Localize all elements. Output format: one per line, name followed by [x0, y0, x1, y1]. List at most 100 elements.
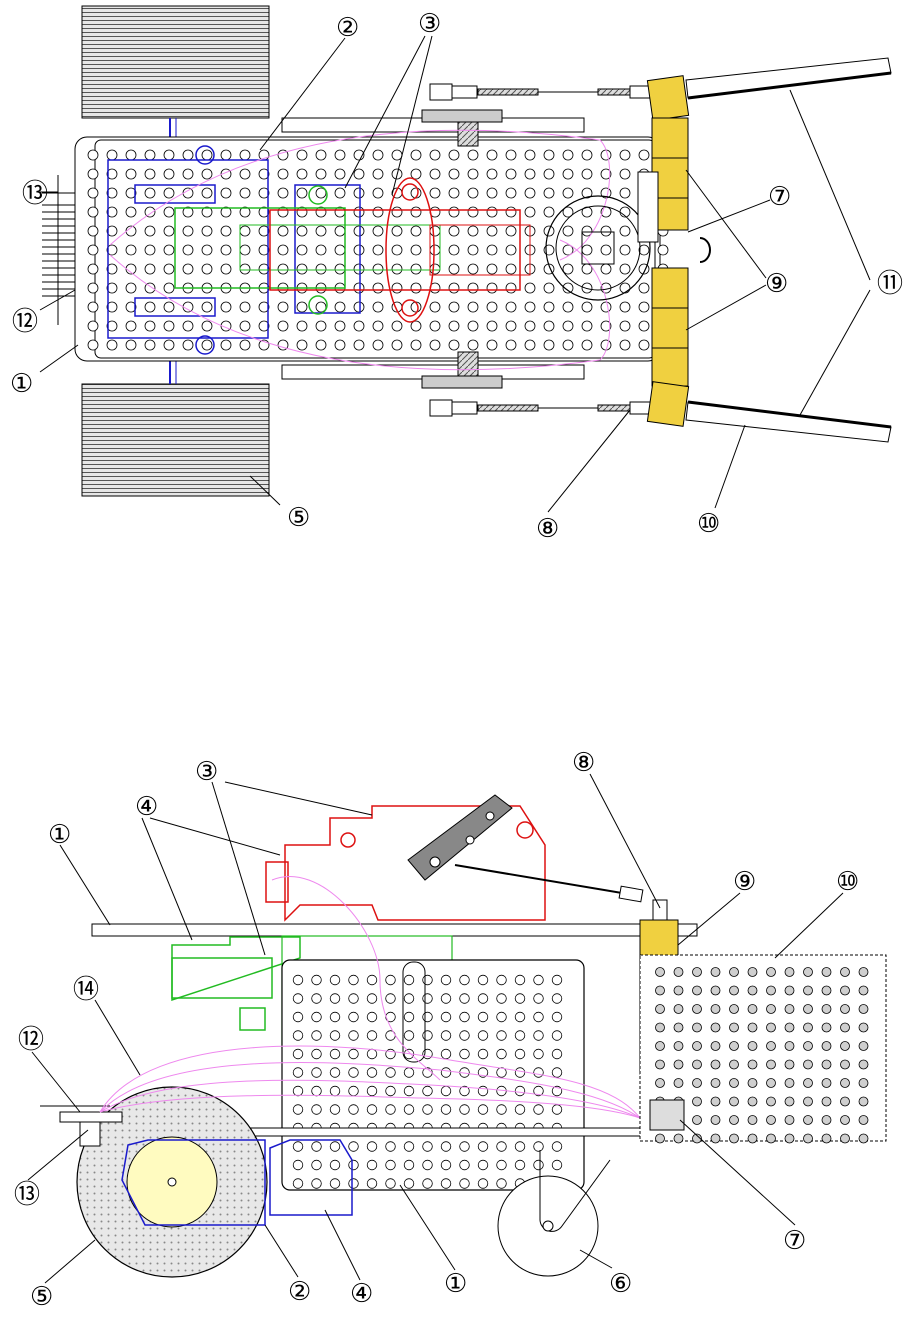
- hole: [747, 1078, 758, 1088]
- hole: [467, 168, 479, 180]
- hole: [710, 1041, 721, 1051]
- hole: [239, 225, 251, 237]
- hole: [348, 1159, 359, 1171]
- hole: [619, 282, 631, 294]
- hole: [448, 320, 460, 332]
- hole: [486, 225, 498, 237]
- hole: [524, 187, 536, 199]
- hole: [440, 1178, 452, 1189]
- hole: [220, 206, 232, 218]
- hole: [366, 1067, 378, 1078]
- hole: [87, 187, 99, 199]
- hole: [311, 1030, 322, 1041]
- hole: [403, 974, 415, 986]
- hole: [391, 320, 403, 332]
- hole: [144, 320, 156, 332]
- hole: [220, 339, 232, 351]
- hole: [353, 339, 365, 351]
- hole: [551, 1048, 563, 1060]
- side-view: ③ ④ ① ⑧ ⑨ ⑩ ⑭ ⑫ ⑬ ⑤ ② ④ ① ⑥ ⑦: [14, 748, 887, 1312]
- hole: [543, 206, 555, 218]
- hole: [366, 1159, 378, 1171]
- hole: [486, 187, 498, 199]
- hole: [429, 244, 441, 256]
- hole: [655, 1078, 665, 1088]
- hole: [348, 1178, 359, 1189]
- hole: [673, 967, 684, 977]
- hole: [125, 206, 137, 218]
- hole: [467, 282, 479, 294]
- hole: [87, 301, 99, 313]
- hole: [366, 974, 378, 986]
- hole: [477, 1141, 489, 1152]
- hole: [505, 282, 517, 294]
- hole: [581, 339, 593, 351]
- hole: [543, 320, 555, 332]
- callout-9-side: ⑨: [733, 867, 756, 897]
- hole: [292, 993, 304, 1004]
- hole: [440, 1141, 452, 1152]
- hole: [766, 1078, 776, 1088]
- hole: [729, 1115, 739, 1125]
- hole: [858, 985, 869, 996]
- hole: [410, 168, 422, 180]
- hole: [551, 1030, 563, 1041]
- hole: [729, 1133, 739, 1144]
- hole: [329, 1104, 341, 1115]
- hole: [459, 993, 470, 1004]
- hole: [747, 1059, 758, 1070]
- hole: [448, 282, 460, 294]
- hole: [673, 985, 684, 996]
- hole: [163, 206, 175, 218]
- hole: [201, 206, 213, 218]
- hole: [543, 301, 555, 313]
- hole: [562, 244, 574, 256]
- hole: [410, 244, 422, 256]
- hole: [220, 187, 232, 199]
- hole: [551, 974, 563, 986]
- hole: [353, 263, 365, 275]
- hole: [422, 1104, 433, 1115]
- hole: [655, 967, 665, 977]
- hole: [477, 1178, 489, 1189]
- hole: [391, 225, 403, 237]
- hole: [353, 244, 365, 256]
- hole: [496, 1030, 507, 1041]
- hole: [766, 1115, 776, 1125]
- hole: [201, 168, 213, 180]
- hole: [311, 1141, 322, 1152]
- hole: [182, 244, 194, 256]
- hole: [440, 1030, 452, 1041]
- hole: [514, 1048, 526, 1060]
- hole: [144, 206, 156, 218]
- hole: [655, 1133, 665, 1144]
- hole: [821, 967, 832, 977]
- hole: [562, 187, 574, 199]
- hole: [315, 225, 327, 237]
- hole: [505, 320, 517, 332]
- hole: [551, 1104, 563, 1115]
- hole: [311, 1085, 322, 1097]
- hole: [144, 187, 156, 199]
- hole: [619, 149, 631, 161]
- hole: [403, 1159, 415, 1171]
- hole: [710, 1022, 721, 1033]
- hole: [459, 974, 470, 986]
- hole: [821, 985, 832, 996]
- hole: [467, 225, 479, 237]
- hole: [600, 263, 612, 275]
- hole: [391, 244, 403, 256]
- hole: [710, 1133, 721, 1144]
- hole: [766, 1133, 776, 1144]
- hole: [655, 1059, 665, 1070]
- hole: [784, 1004, 795, 1014]
- callout-10-side: ⑩: [836, 867, 859, 897]
- hole: [106, 149, 118, 161]
- hole: [505, 339, 517, 351]
- hole: [163, 320, 175, 332]
- hole: [710, 1059, 721, 1070]
- hole: [692, 1133, 702, 1144]
- hole: [329, 1178, 341, 1189]
- hole: [296, 187, 308, 199]
- hole: [803, 1115, 813, 1125]
